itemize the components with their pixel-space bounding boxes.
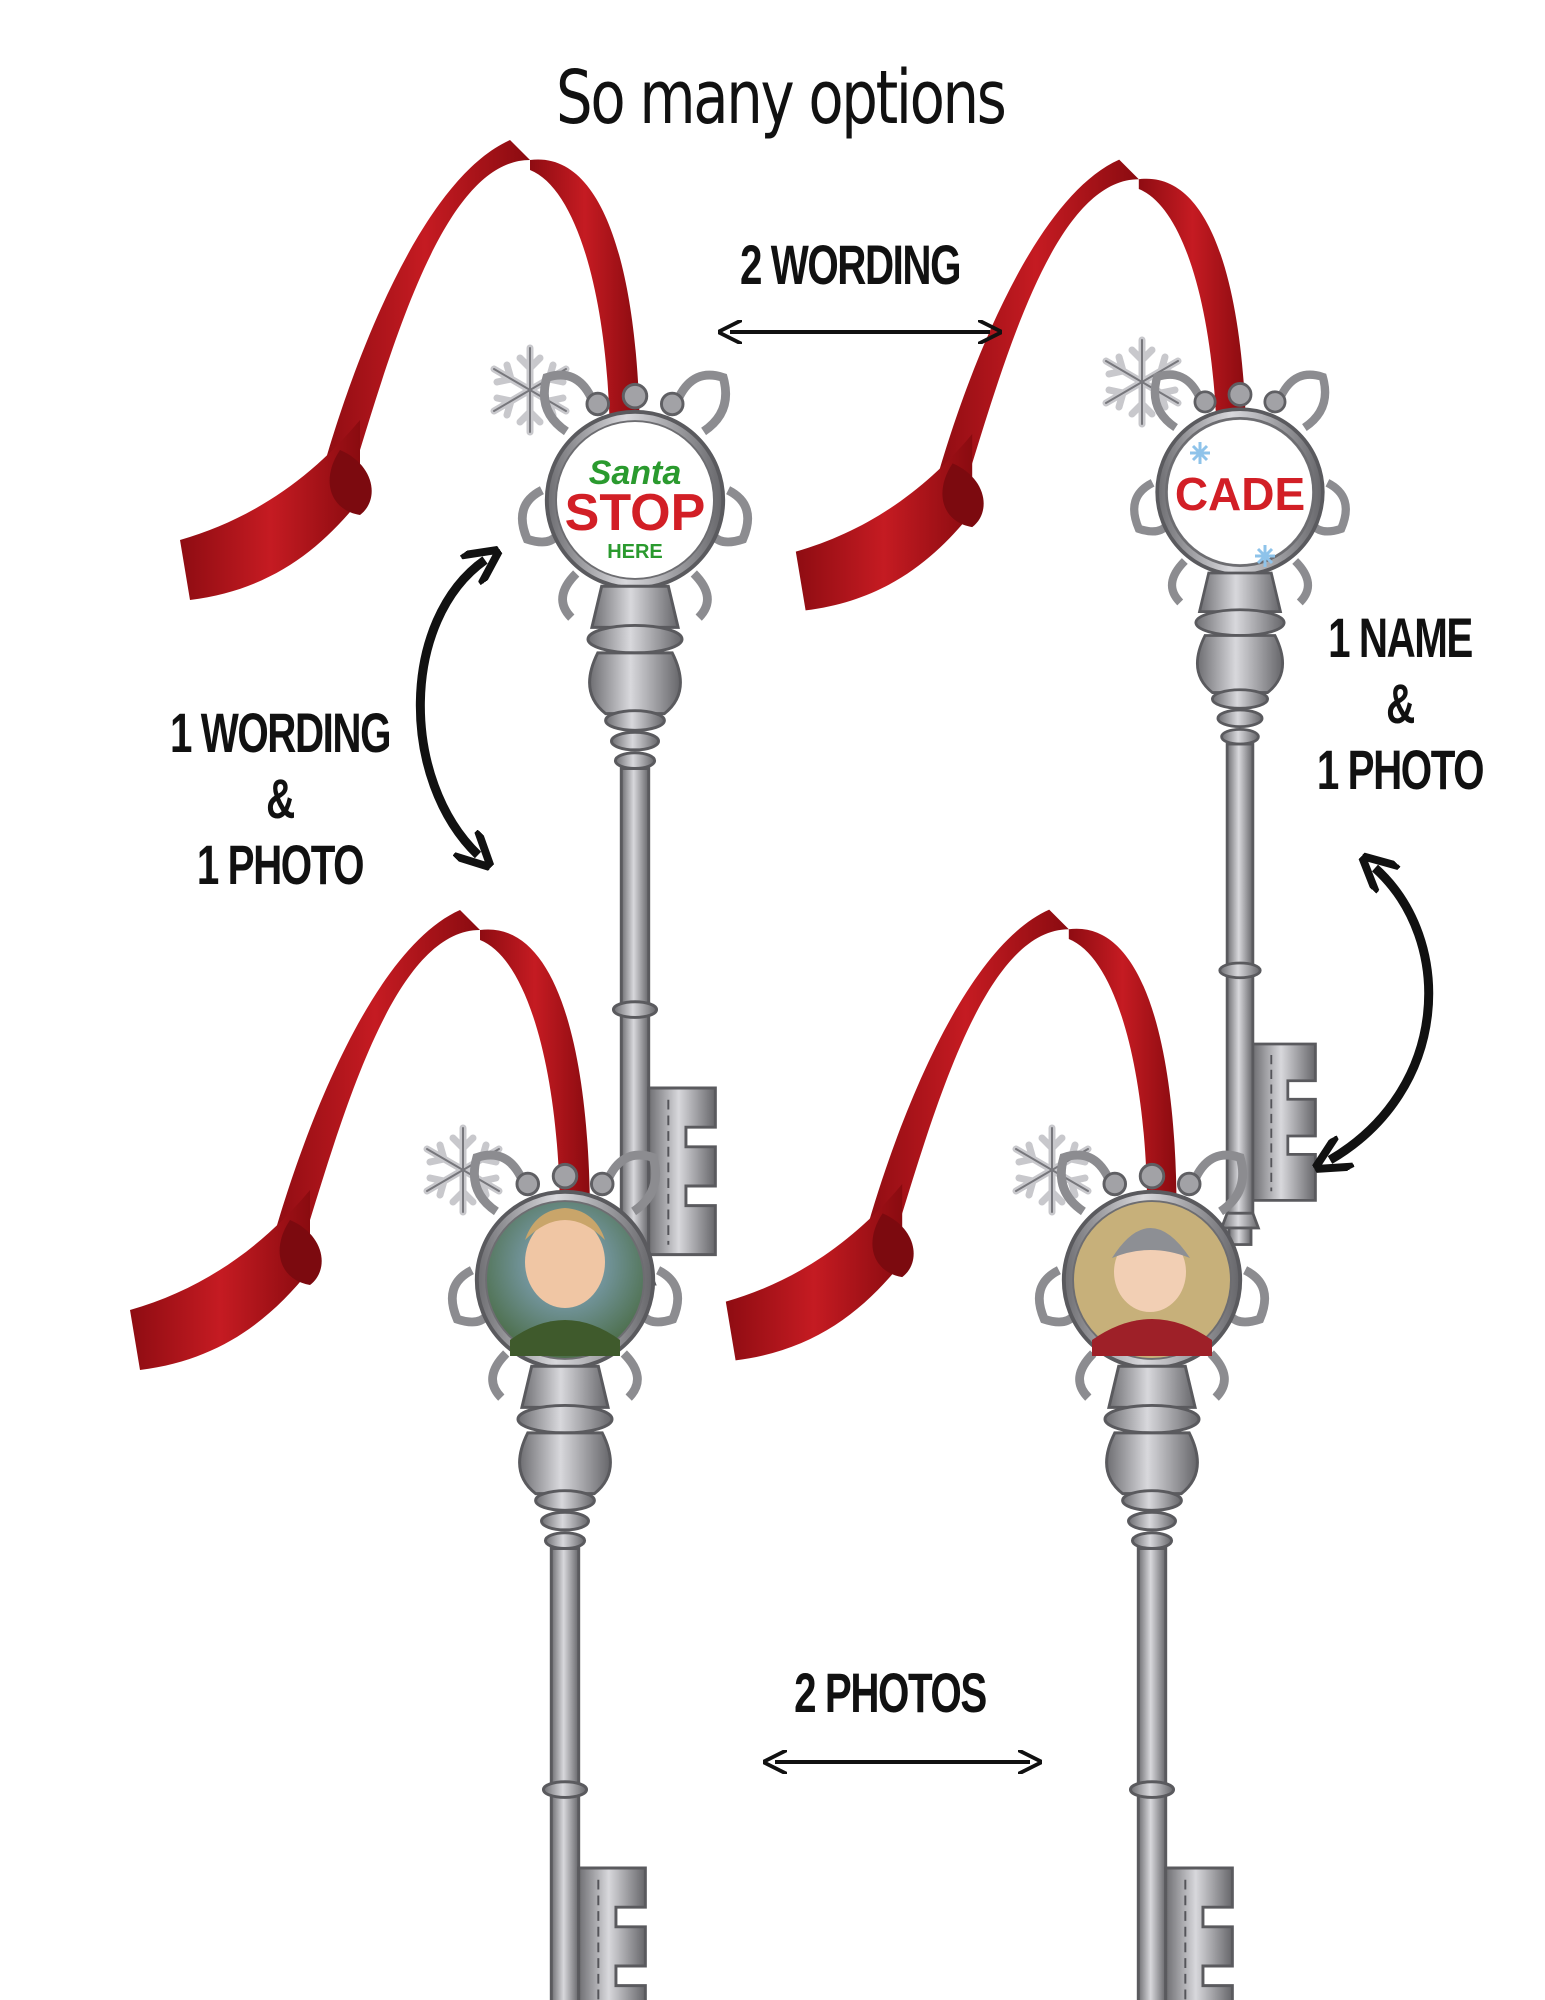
child-photo	[1114, 1232, 1186, 1312]
badge-line-santa: Santa	[589, 454, 682, 492]
label-line: 1 PHOTO	[1316, 738, 1485, 801]
label-2-photos: 2 PHOTOS	[794, 1661, 987, 1724]
ornament-photo-boy	[130, 910, 678, 2000]
label-line: &	[1386, 672, 1415, 735]
label-line: &	[266, 767, 295, 830]
ornament-photo-baby	[725, 909, 1265, 2000]
child-photo	[525, 1216, 605, 1308]
label-line: 1 WORDING	[169, 701, 391, 764]
ornament-santa-stop-here: Santa STOP HERE	[180, 140, 748, 1302]
badge-line-stop: STOP	[565, 484, 706, 542]
ornament-name-cade: CADE	[795, 159, 1346, 1245]
badge-line-here: HERE	[607, 541, 663, 563]
arrow-curved-left	[415, 560, 485, 855]
arrow-curved-right	[1330, 868, 1434, 1160]
label-line: 1 PHOTO	[196, 833, 365, 896]
label-2-wording: 2 WORDING	[739, 233, 961, 296]
label-line: 1 NAME	[1328, 606, 1473, 669]
page-title: So many options	[556, 55, 1007, 141]
label-1-wording-1-photo: 1 WORDING & 1 PHOTO	[165, 700, 395, 898]
snowflake-icon	[1190, 442, 1275, 567]
label-1-name-1-photo: 1 NAME & 1 PHOTO	[1306, 605, 1493, 803]
badge-name: CADE	[1175, 468, 1305, 520]
